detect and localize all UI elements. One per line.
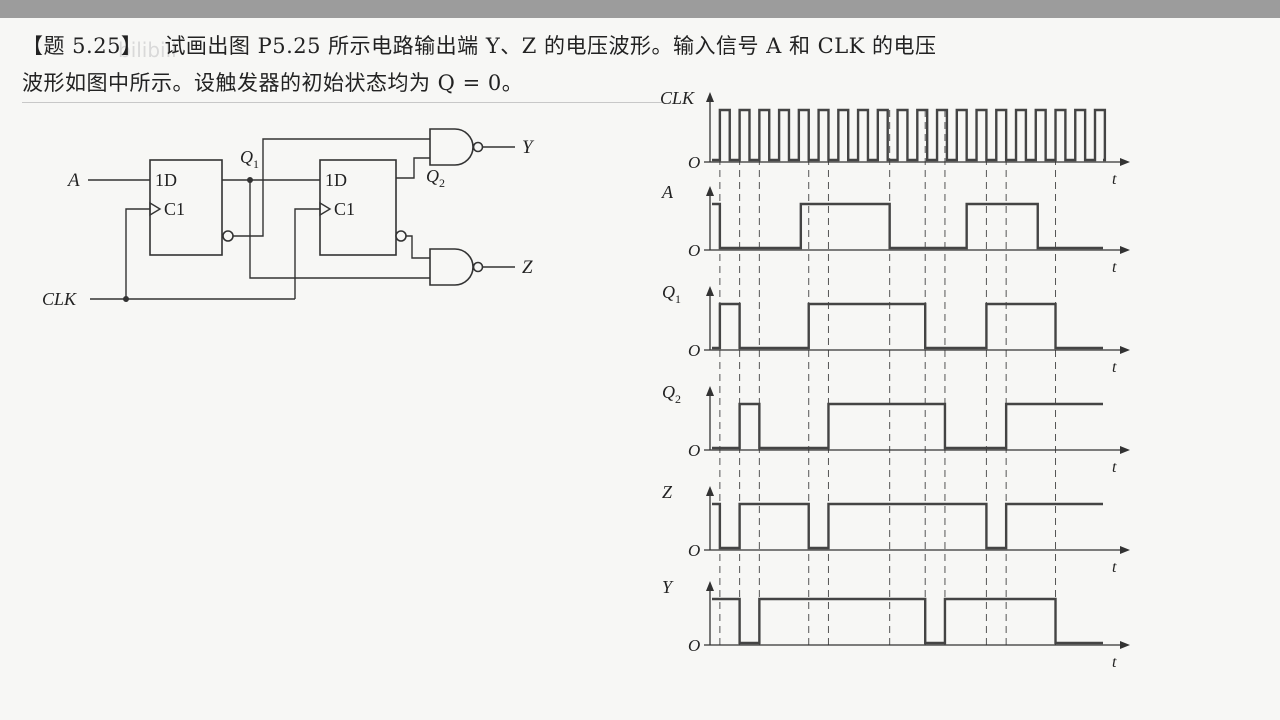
axis-arrow xyxy=(1120,158,1130,166)
problem-number: 【题 5.25】 xyxy=(22,34,143,58)
top-bar xyxy=(0,0,1280,18)
divider xyxy=(22,102,662,103)
time-label: t xyxy=(1112,654,1117,670)
time-label: t xyxy=(1112,459,1117,476)
problem-text-line2: 波形如图中所示。设触发器的初始状态均为 Q = 0。 xyxy=(22,71,524,95)
input-a-label: A xyxy=(66,170,80,191)
ff1-d-label: 1D xyxy=(155,170,177,190)
signal-label: CLK xyxy=(660,88,695,108)
zero-label: O xyxy=(688,241,700,260)
axis-arrow xyxy=(1120,446,1130,454)
zero-label: O xyxy=(688,441,700,460)
signal-label: Y xyxy=(662,577,674,597)
time-label: t xyxy=(1112,359,1117,376)
waveform-q1 xyxy=(712,302,1103,350)
signal-label: Z xyxy=(662,482,673,502)
axis-arrow xyxy=(1120,346,1130,354)
watermark: bilibili xyxy=(118,38,177,62)
circuit-diagram: A 1D C1 CLK Q1 1D C1 Q2 Y Z xyxy=(42,128,535,309)
axis-arrow xyxy=(706,286,714,296)
waveform-z xyxy=(712,502,1103,550)
ff2-d-label: 1D xyxy=(325,170,347,190)
axis-arrow xyxy=(1120,546,1130,554)
signal-label: Q2 xyxy=(662,382,681,406)
output-y-label: Y xyxy=(522,137,535,158)
waveform-q2 xyxy=(712,402,1103,450)
axis-arrow xyxy=(1120,246,1130,254)
signal-label: A xyxy=(661,182,674,202)
waveform-y xyxy=(712,597,1103,645)
zero-label: O xyxy=(688,341,700,360)
signal-label: Q1 xyxy=(662,282,681,306)
zero-label: O xyxy=(688,541,700,560)
waveform-a xyxy=(712,202,1103,250)
time-label: t xyxy=(1112,559,1117,576)
problem-statement: 【题 5.25】试画出图 P5.25 所示电路输出端 Y、Z 的电压波形。输入信… xyxy=(22,28,1142,102)
zero-label: O xyxy=(688,636,700,655)
nand-gate-z xyxy=(429,248,474,286)
problem-text-line1: 试画出图 P5.25 所示电路输出端 Y、Z 的电压波形。输入信号 A 和 CL… xyxy=(164,34,937,58)
output-z-label: Z xyxy=(522,257,533,278)
zero-label: O xyxy=(688,153,700,172)
input-clk-label: CLK xyxy=(42,289,77,309)
axis-arrow xyxy=(706,486,714,496)
axis-arrow xyxy=(706,581,714,591)
ff1-c-label: C1 xyxy=(164,199,185,219)
ff2-c-label: C1 xyxy=(334,199,355,219)
q2-label: Q2 xyxy=(426,166,445,190)
time-label: t xyxy=(1112,171,1117,188)
q1-label: Q1 xyxy=(240,147,259,171)
axis-arrow xyxy=(706,92,714,102)
axis-arrow xyxy=(706,386,714,396)
axis-arrow xyxy=(1120,641,1130,649)
axis-arrow xyxy=(706,186,714,196)
waveform-clk xyxy=(712,108,1107,162)
time-label: t xyxy=(1112,259,1117,276)
nand-gate-y xyxy=(429,128,474,166)
